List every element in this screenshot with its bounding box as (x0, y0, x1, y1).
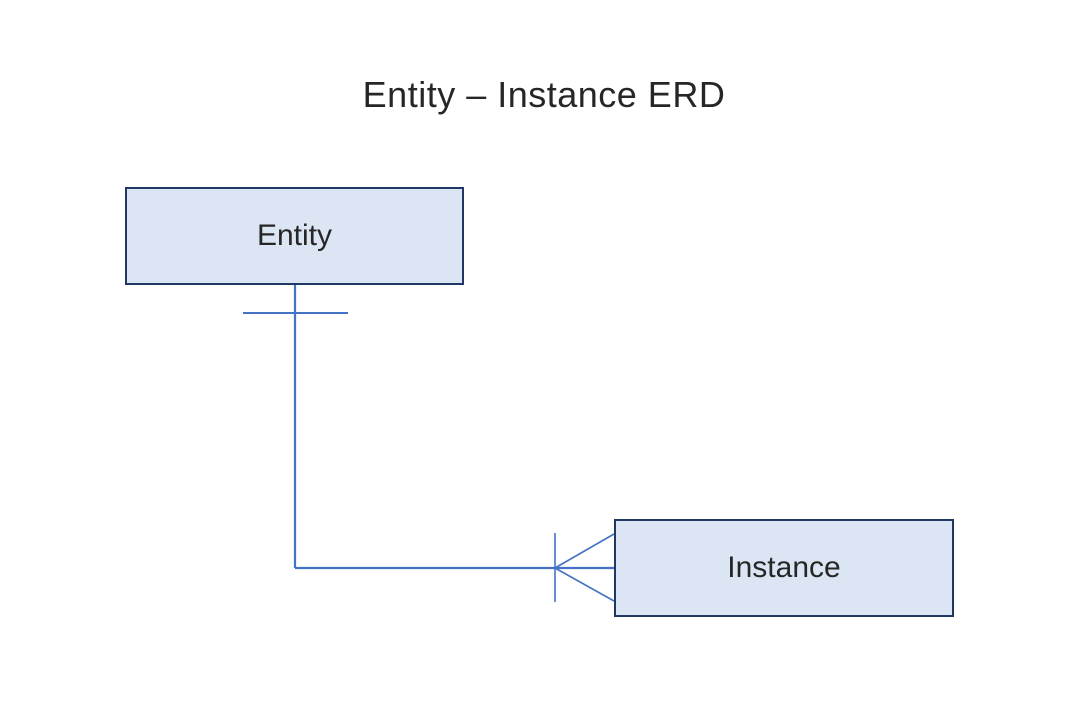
crow-foot-upper-prong-icon (554, 533, 615, 569)
instance-node-label: Instance (727, 551, 841, 584)
diagram-title: Entity – Instance ERD (362, 74, 726, 115)
entity-node-label: Entity (256, 219, 333, 252)
entity-node: Entity (125, 187, 464, 285)
instance-node: Instance (614, 519, 954, 617)
crow-foot-lower-prong-icon (554, 567, 615, 602)
